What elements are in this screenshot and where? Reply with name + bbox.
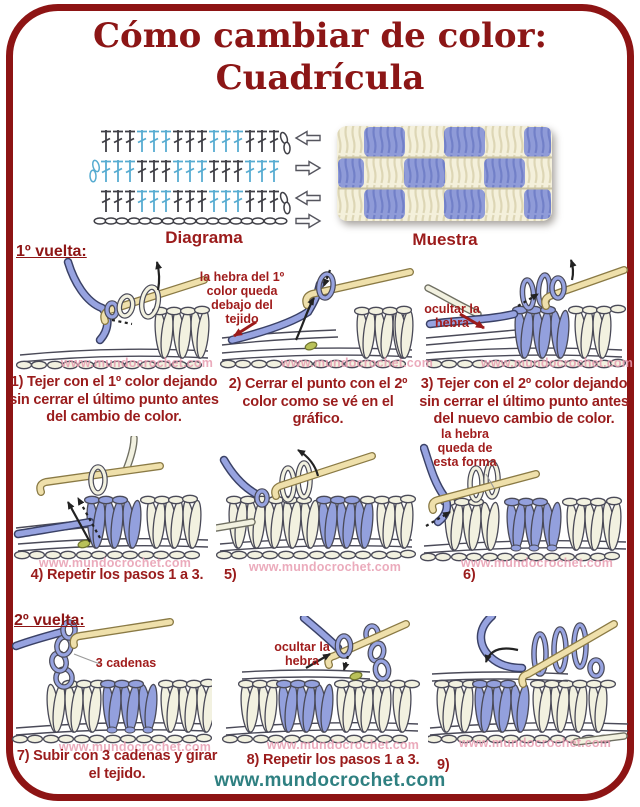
step-8-illustration — [222, 616, 422, 748]
watermark: www.mundocrochet.com — [60, 356, 214, 370]
step-1-caption: 1) Tejer con el 1º color dejando sin cer… — [9, 374, 219, 426]
crochet-hook — [69, 618, 174, 649]
dashed-arrow-icon — [322, 269, 332, 287]
round-2-header: 2º vuelta: — [14, 612, 85, 629]
fabric — [421, 496, 627, 560]
sample-label: Muestra — [412, 230, 478, 249]
blue-check-blocks — [338, 127, 551, 219]
crochet-hook — [302, 268, 414, 309]
step-6-caption: 6) — [463, 567, 476, 583]
diagram-label: Diagrama — [165, 228, 243, 247]
step-2-illustration — [216, 268, 416, 374]
step-4-caption: 4) Repetir los pasos 1 a 3. — [30, 567, 204, 583]
website-url: www.mundocrochet.com — [214, 770, 446, 791]
fabric — [223, 669, 420, 743]
crochet-chart-diagram — [89, 129, 321, 229]
cream-yarn — [216, 518, 256, 532]
blue-yarn — [12, 627, 67, 651]
crochet-hook — [36, 462, 164, 496]
crochet-hook — [428, 470, 540, 514]
step-6-illustration — [420, 443, 627, 566]
cream-yarn — [122, 436, 138, 474]
watermark: www.mundocrochet.com — [480, 356, 634, 370]
watermark: www.mundocrochet.com — [458, 736, 612, 750]
curved-arrow-icon — [297, 449, 320, 477]
step-5-caption: 5) — [224, 567, 237, 583]
step-3-illustration — [424, 259, 628, 374]
step-7-illustration — [12, 618, 212, 748]
step-7-caption: 7) Subir con 3 cadenas y girar el tejido… — [16, 748, 218, 782]
yarn-end-marker — [304, 341, 318, 351]
fabric — [13, 678, 212, 742]
curved-arrow-icon — [484, 647, 519, 663]
dotted-guide — [111, 318, 133, 326]
annotation-arrow-icon — [233, 320, 257, 338]
watermark: www.mundocrochet.com — [266, 738, 420, 752]
watermark: www.mundocrochet.com — [280, 356, 434, 370]
crochet-hook — [518, 620, 618, 688]
blue-yarn — [219, 455, 261, 499]
step-9-illustration — [428, 616, 629, 746]
watermark: www.mundocrochet.com — [38, 556, 192, 570]
turning-chain-stack — [49, 619, 78, 690]
step-7-annotation: 3 cadenas — [95, 656, 157, 670]
step-2-caption: 2) Cerrar el punto con el 2º color como … — [228, 376, 408, 428]
step-3-annotation: ocultar la hebra — [424, 302, 480, 330]
chart-row-top — [100, 129, 292, 155]
step-2-annotation: la hebra del 1º color queda debajo del t… — [199, 270, 285, 326]
step-5-illustration — [216, 449, 416, 566]
step-4-illustration — [13, 436, 209, 566]
dashed-arrow-icon — [342, 655, 350, 671]
step-1-illustration — [12, 258, 212, 374]
blue-yarn — [425, 309, 519, 329]
blue-yarn — [476, 616, 527, 673]
arrow-up-icon — [155, 261, 163, 291]
annotation-arrow-icon — [459, 312, 485, 330]
chart-row-middle — [89, 158, 280, 183]
round-1-header: 1º vuelta: — [16, 243, 87, 260]
crochet-hook — [271, 452, 376, 500]
row-direction-arrow-icons — [295, 130, 321, 229]
watermark: www.mundocrochet.com — [248, 560, 402, 574]
dashed-arrow-icon — [425, 511, 451, 527]
step-6-annotation: la hebra queda de esta forma — [433, 427, 497, 469]
step-9-caption: 9) — [437, 757, 450, 773]
cream-yarn-tail — [424, 284, 482, 318]
annotation-pointer-line — [73, 653, 101, 665]
chart-foundation-chain — [93, 217, 288, 225]
page-border — [6, 4, 634, 801]
yarn-end-marker — [77, 539, 91, 549]
fabric — [425, 304, 627, 367]
arrow-up-icon — [67, 501, 91, 543]
dashed-arrow-icon — [77, 497, 101, 539]
yarn-end-marker — [349, 671, 363, 681]
fabric — [217, 494, 416, 558]
watermark: www.mundocrochet.com — [460, 556, 614, 570]
fabric — [428, 671, 629, 743]
chart-row-bottom — [100, 189, 292, 215]
arrow-icon — [305, 653, 331, 669]
step-3-caption: 3) Tejer con el 2º color dejando sin cer… — [419, 376, 629, 428]
arrow-up-icon — [294, 297, 315, 341]
blue-yarn — [13, 517, 95, 539]
page-title-line1: Cómo cambiar de color: — [92, 16, 548, 56]
blue-yarn — [63, 258, 112, 345]
fabric — [17, 305, 211, 368]
step-8-annotation: ocultar la hebra — [274, 640, 330, 668]
annotation-pointer-line — [485, 473, 495, 489]
step-8-caption: 8) Repetir los pasos 1 a 3. — [246, 752, 420, 768]
arrow-up-icon — [569, 259, 577, 281]
watermark: www.mundocrochet.com — [58, 740, 212, 754]
cream-yarn-tail — [572, 732, 628, 746]
page-title-line2: Cuadrícula — [215, 58, 425, 98]
sample-swatch-photo — [337, 126, 552, 221]
